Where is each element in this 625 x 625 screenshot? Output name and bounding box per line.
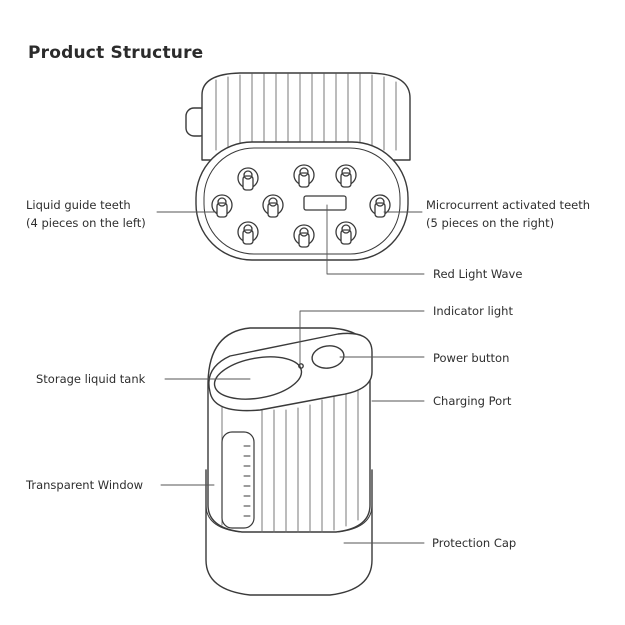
teeth-group — [211, 164, 391, 248]
label-liquid-guide-teeth: Liquid guide teeth (4 pieces on the left… — [26, 196, 146, 232]
window-scale — [243, 445, 251, 517]
label-indicator-light: Indicator light — [433, 304, 513, 318]
tank-dome-shape — [213, 356, 303, 400]
label-microcurrent-teeth-line2: (5 pieces on the right) — [426, 216, 555, 230]
page-title: Product Structure — [28, 43, 204, 63]
label-liquid-guide-teeth-line1: Liquid guide teeth — [26, 198, 131, 212]
leader-red-light — [326, 204, 425, 275]
microcurrent-tooth — [293, 164, 315, 188]
label-charging-port: Charging Port — [433, 394, 512, 408]
device-body-illustration — [205, 327, 373, 596]
label-transparent-window: Transparent Window — [26, 478, 144, 492]
liquid-guide-tooth — [262, 194, 284, 218]
indicator-light-dot — [298, 363, 304, 369]
liquid-guide-tooth — [237, 167, 259, 191]
microcurrent-tooth — [293, 224, 315, 248]
leader-indicator — [299, 310, 425, 367]
label-protection-cap: Protection Cap — [432, 536, 517, 550]
label-power-button: Power button — [433, 351, 510, 365]
liquid-guide-tooth — [211, 194, 233, 218]
microcurrent-tooth — [335, 164, 357, 188]
label-microcurrent-teeth-line1: Microcurrent activated teeth — [426, 198, 591, 212]
label-red-light-wave: Red Light Wave — [433, 267, 523, 281]
red-light-window — [303, 195, 347, 211]
leader-lines — [156, 204, 425, 544]
label-storage-liquid-tank: Storage liquid tank — [36, 372, 146, 386]
head-ribs — [215, 73, 397, 151]
liquid-guide-tooth — [237, 221, 259, 245]
head-body-shape — [201, 72, 411, 161]
power-button-shape — [311, 345, 345, 369]
label-microcurrent-teeth: Microcurrent activated teeth (5 pieces o… — [426, 196, 590, 232]
microcurrent-tooth — [335, 221, 357, 245]
transparent-window-shape — [221, 431, 255, 529]
microcurrent-tooth — [369, 194, 391, 218]
label-liquid-guide-teeth-line2: (4 pieces on the left) — [26, 216, 146, 230]
head-unit-illustration — [185, 72, 411, 261]
